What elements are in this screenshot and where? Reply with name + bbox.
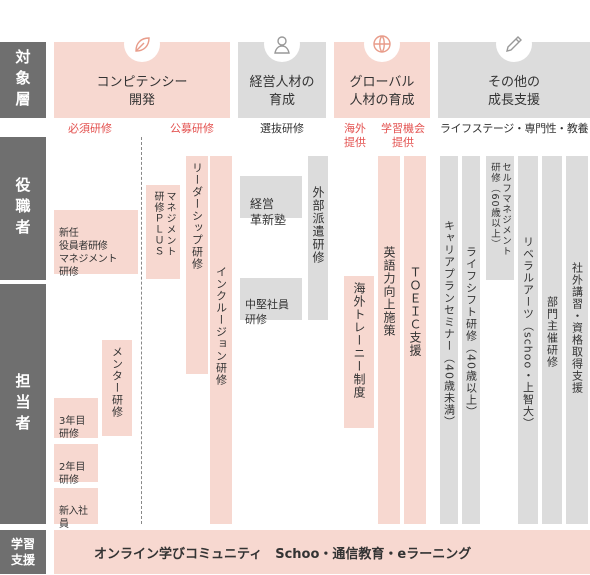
program-external-dispatch: 外部派遣研修 [308, 156, 328, 320]
program-leadership: リーダーシップ研修 [186, 156, 208, 374]
program-new-manager: 新任 役員者研修 マネジメント 研修 [54, 210, 138, 278]
program-label: 新任 役員者研修 マネジメント 研修 [59, 228, 118, 278]
subheader-overseas: 海外 提供 [344, 122, 366, 149]
program-label: 社外講習・資格取得支援 [570, 262, 584, 394]
program-liberal-arts: リベラルアーツ（schoo・上智大） [518, 156, 538, 524]
side-label-target-text: 対象層 [13, 48, 32, 112]
program-external-cert: 社外講習・資格取得支援 [566, 156, 588, 524]
category-title: グローバル 人材の育成 [349, 75, 415, 108]
program-overseas-trainee: 海外トレーニー制度 [344, 276, 374, 428]
program-mid-career: 中堅社員 研修 [240, 278, 302, 326]
program-label: 英語力向上施策 [382, 246, 396, 337]
program-label: 中堅社員 研修 [245, 298, 289, 326]
category-title: コンピテンシー 開発 [96, 75, 188, 108]
program-newhire: 新入社員 研修 [54, 488, 98, 543]
side-label-learning: 学習 支援 [0, 530, 46, 574]
program-english: 英語力向上施策 [378, 156, 400, 524]
leaf-icon [124, 26, 160, 62]
subheader-required: 必須研修 [68, 122, 112, 135]
program-label: 部門主催研修 [545, 296, 559, 368]
category-title: 経営人材の 育成 [249, 75, 315, 108]
program-mentor: メンター研修 [102, 340, 132, 436]
subheader-selection: 選抜研修 [260, 122, 304, 135]
program-label: キャリアプランセミナー（40歳未満） [442, 220, 456, 428]
program-inclusion: インクルージョン研修 [210, 156, 232, 524]
subheader-lifestage: ライフステージ・専門性・教養 [439, 122, 589, 135]
side-label-learning-text: 学習 支援 [10, 537, 35, 567]
program-label: 海外トレーニー制度 [352, 282, 366, 399]
subheader-learning-opportunity: 学習機会 提供 [381, 122, 425, 149]
subheader-public: 公募研修 [170, 122, 214, 135]
program-year3: 3年目 研修 [54, 398, 98, 440]
side-label-manager: 担当者 [0, 284, 46, 524]
program-label: メンター研修 [110, 346, 124, 418]
program-label: 3年目 研修 [59, 416, 86, 440]
side-label-target: 対象層 [0, 42, 46, 118]
learning-support-text: オンライン学びコミュニティ Schoo・通信教育・eラーニング [94, 546, 472, 562]
program-label: 2年目 研修 [59, 462, 86, 486]
program-label: ＴＯＥＩＣ支援 [408, 266, 422, 357]
program-year2: 2年目 研修 [54, 444, 98, 486]
side-label-manager-text: 担当者 [13, 372, 32, 436]
program-exec-school: 経営 革新塾 [240, 176, 302, 227]
category-other: その他の 成長支援 [438, 26, 590, 118]
program-label: リベラルアーツ（schoo・上智大） [521, 236, 535, 430]
category-competency: コンピテンシー 開発 [54, 26, 230, 118]
program-dept-training: 部門主催研修 [542, 156, 562, 524]
program-toeic: ＴＯＥＩＣ支援 [404, 156, 426, 524]
program-self-management: セルフマネジメント 研修（60歳以上） [486, 156, 514, 280]
program-label: 外部派遣研修 [311, 186, 325, 264]
side-label-executive-text: 役職者 [13, 177, 32, 240]
program-label: リーダーシップ研修 [190, 162, 204, 270]
category-executive: 経営人材の 育成 [238, 26, 326, 118]
person-icon [264, 26, 300, 62]
program-label: セルフマネジメント 研修（60歳以上） [489, 162, 511, 257]
category-title: その他の 成長支援 [487, 75, 540, 108]
category-global: グローバル 人材の育成 [334, 26, 430, 118]
program-management-plus: マネジメント 研修ＰＬＵＳ [146, 185, 180, 279]
program-label: ライフシフト研修（40歳以上） [464, 246, 478, 418]
globe-icon [364, 26, 400, 62]
program-career-seminar: キャリアプランセミナー（40歳未満） [440, 156, 458, 524]
program-label: 経営 革新塾 [250, 197, 287, 227]
program-label: マネジメント 研修ＰＬＵＳ [152, 191, 175, 257]
side-label-executive: 役職者 [0, 137, 46, 280]
program-label: インクルージョン研修 [214, 266, 228, 386]
pencil-icon [496, 26, 532, 62]
divider-dashed [141, 137, 142, 524]
program-life-shift: ライフシフト研修（40歳以上） [462, 156, 480, 524]
learning-support-bar: オンライン学びコミュニティ Schoo・通信教育・eラーニング [54, 530, 590, 574]
